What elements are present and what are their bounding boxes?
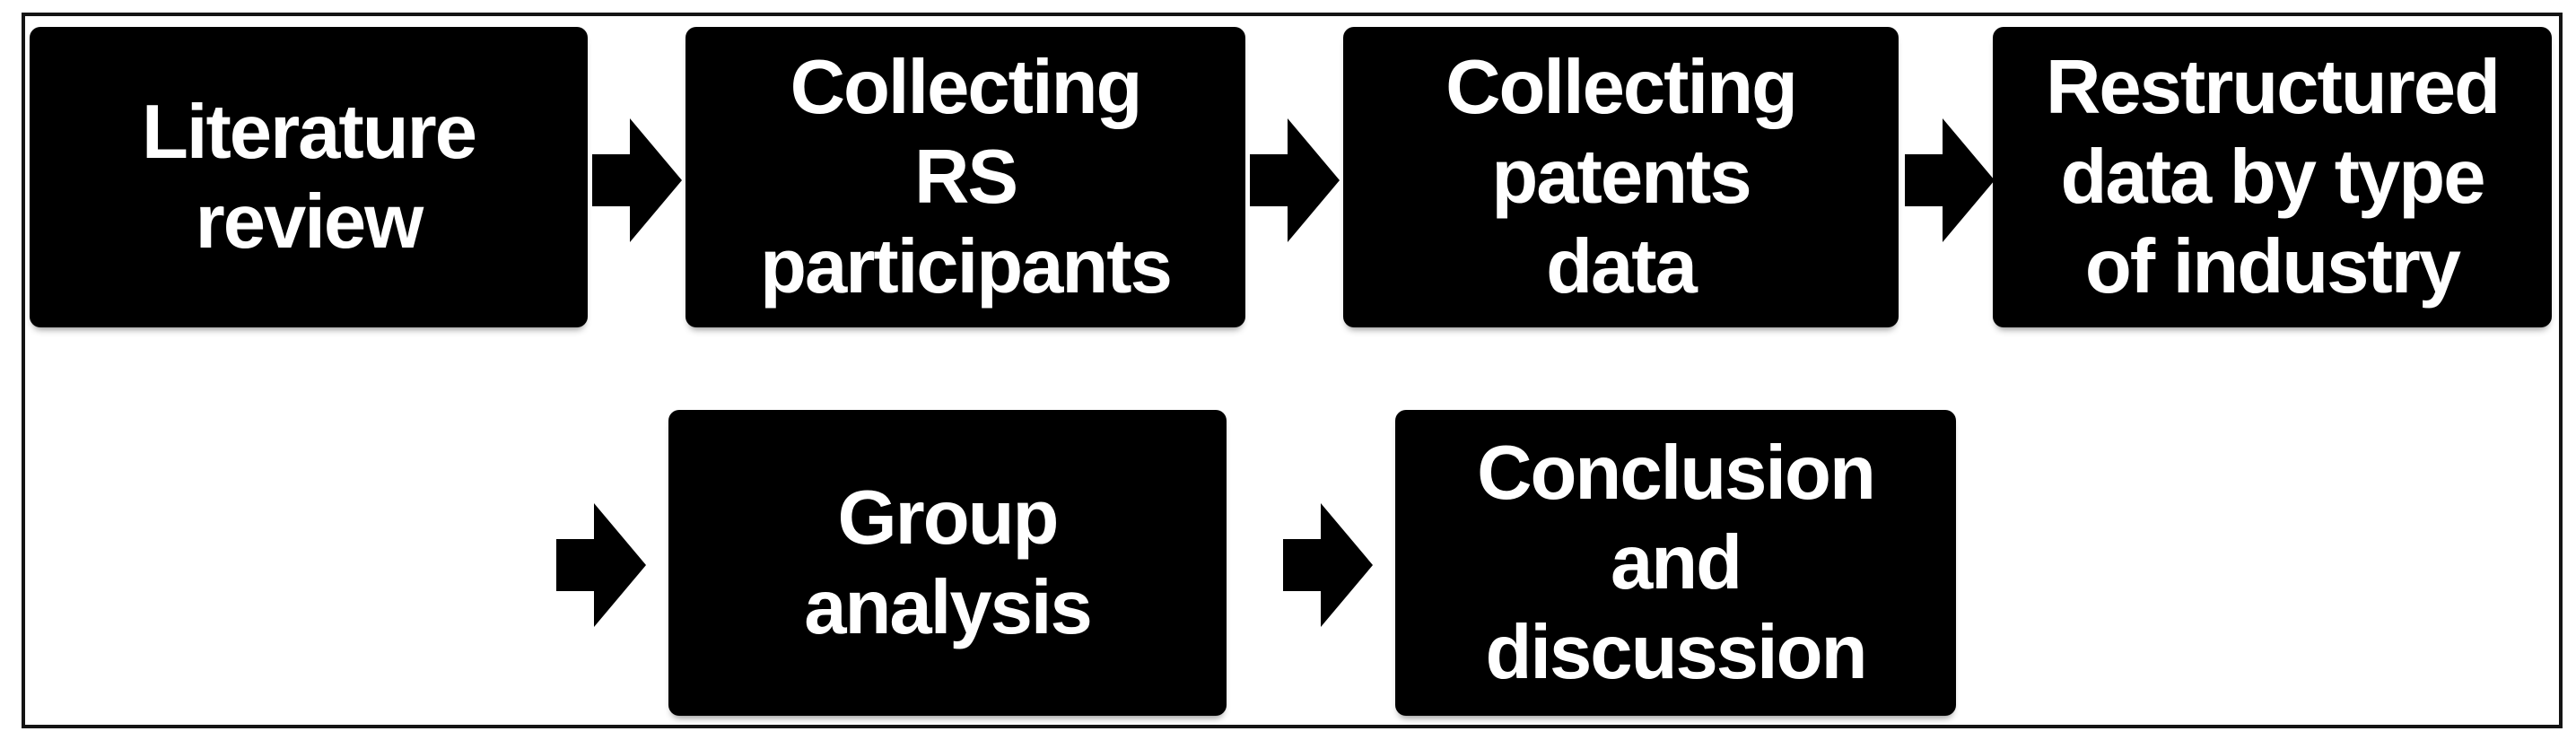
flow-step-line: discussion bbox=[1485, 609, 1867, 695]
flow-step-line: Group bbox=[837, 474, 1060, 561]
flow-step-line: data bbox=[1546, 223, 1698, 309]
flow-step-line: Literature bbox=[141, 89, 477, 175]
flow-step-collecting-patents-data: Collecting patents data bbox=[1343, 27, 1899, 327]
right-block-arrow-icon bbox=[1283, 503, 1373, 627]
flow-step-line: Restructured bbox=[2045, 44, 2501, 130]
right-block-arrow-icon bbox=[1905, 118, 1995, 242]
flow-step-line: participants bbox=[760, 223, 1173, 309]
flow-step-line: of industry bbox=[2084, 223, 2461, 309]
flow-step-group-analysis: Group analysis bbox=[668, 410, 1227, 716]
flow-step-line: analysis bbox=[804, 564, 1093, 650]
flow-step-line: RS bbox=[913, 134, 1018, 220]
right-block-arrow-icon bbox=[556, 503, 646, 627]
flow-step-line: Collecting bbox=[1445, 44, 1798, 130]
flow-step-line: Conclusion bbox=[1477, 430, 1876, 516]
flow-step-line: patents bbox=[1491, 134, 1751, 220]
flow-step-literature-review: Literature review bbox=[30, 27, 588, 327]
flow-step-conclusion-and-discussion: Conclusion and discussion bbox=[1395, 410, 1956, 716]
flow-step-line: review bbox=[195, 178, 424, 265]
flow-step-line: Collecting bbox=[790, 44, 1143, 130]
right-block-arrow-icon bbox=[1250, 118, 1340, 242]
right-block-arrow-icon bbox=[592, 118, 682, 242]
flow-step-restructured-data-by-industry: Restructured data by type of industry bbox=[1993, 27, 2552, 327]
flow-step-line: data by type bbox=[2060, 134, 2486, 220]
flow-step-collecting-rs-participants: Collecting RS participants bbox=[685, 27, 1245, 327]
figure-frame bbox=[22, 13, 2563, 728]
flow-step-line: and bbox=[1610, 519, 1742, 605]
